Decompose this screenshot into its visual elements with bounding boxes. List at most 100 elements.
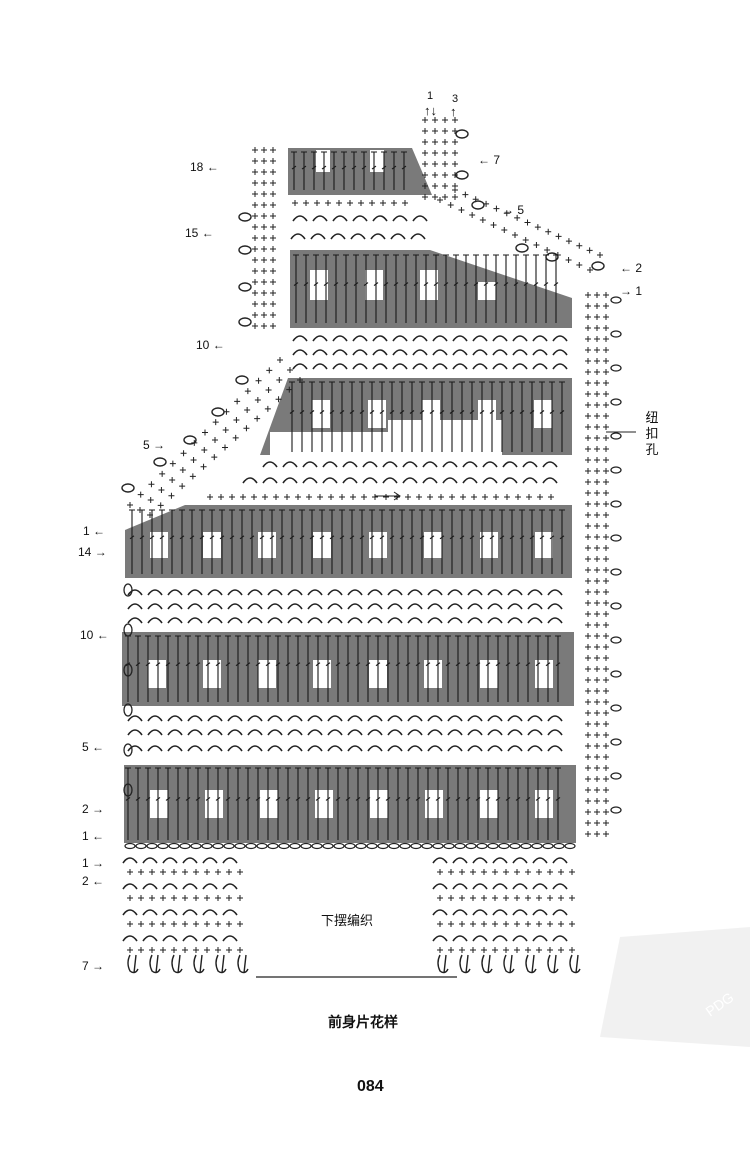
edge-sc	[212, 437, 218, 443]
chain-stitch	[179, 842, 191, 850]
chain-arc	[402, 461, 418, 468]
sc-stitch	[138, 921, 144, 927]
edge-sc	[261, 290, 267, 296]
dc-stitch	[391, 151, 397, 190]
dc-stitch	[229, 509, 235, 574]
dc-stitch	[381, 151, 387, 190]
sc-stitch	[514, 869, 520, 875]
edge-sc	[585, 622, 591, 628]
edge-sc	[270, 312, 276, 318]
edge-sc	[585, 765, 591, 771]
edge-sc	[254, 397, 261, 403]
edge-sc	[270, 224, 276, 230]
edge-sc	[594, 666, 600, 672]
sc-stitch	[503, 921, 509, 927]
chain-arc	[347, 729, 363, 736]
sc-stitch	[204, 947, 210, 953]
edge-sc	[585, 831, 591, 837]
edge-sc	[585, 809, 591, 815]
sc-stitch	[514, 947, 520, 953]
sc-stitch	[503, 947, 509, 953]
row-direction-arrow: →	[88, 802, 105, 816]
dc-stitch	[195, 767, 201, 840]
band-4	[125, 505, 572, 578]
chain-stitch	[267, 842, 279, 850]
edge-sc	[587, 267, 593, 273]
chain-arc	[182, 935, 198, 942]
dc-stitch	[545, 767, 551, 840]
dc-stitch	[515, 767, 521, 840]
chain-arc	[222, 909, 238, 916]
chain-arc	[467, 745, 483, 752]
row-direction-arrow: ←	[93, 628, 109, 642]
chain-arc	[410, 233, 426, 240]
edge-sc	[603, 347, 609, 353]
chain-arc	[122, 857, 138, 864]
dc-stitch	[301, 151, 307, 190]
edge-sc	[585, 776, 591, 782]
dc-stitch	[425, 635, 431, 702]
edge-sc	[594, 358, 600, 364]
edge-sc	[524, 219, 531, 226]
page-number: 084	[357, 1078, 384, 1095]
chain-arc	[207, 745, 223, 752]
chain-arc	[182, 909, 198, 916]
chain-arc	[487, 603, 503, 610]
chain-stitch	[124, 842, 136, 850]
chain-arc	[247, 617, 263, 624]
sc-stitch	[204, 921, 210, 927]
dc-stitch	[215, 635, 221, 702]
edge-sc	[603, 512, 609, 518]
chain-arc	[432, 363, 448, 370]
edge-sc	[534, 224, 541, 231]
dc-stitch	[349, 509, 355, 574]
dc-stitch	[385, 635, 391, 702]
edge-sc	[261, 213, 267, 219]
chain-arc	[462, 461, 478, 468]
dc-stitch	[555, 767, 561, 840]
edge-sc	[469, 212, 476, 218]
row-label-left: 10 ←	[80, 628, 109, 642]
sc-stitch	[471, 494, 477, 500]
edge-sc	[276, 377, 283, 383]
chain-arc	[407, 745, 423, 752]
edge-sc	[261, 180, 267, 186]
chain-stitch	[454, 842, 466, 850]
buttonhole-char-2: 扣	[645, 426, 659, 441]
chain-arc	[247, 589, 263, 596]
chain-arc	[167, 589, 183, 596]
stitch-symbols	[122, 151, 581, 974]
row-number: 7	[82, 959, 89, 973]
edge-sc	[252, 180, 258, 186]
chain-arc	[502, 477, 518, 484]
dc-stitch	[409, 381, 415, 452]
chain-arc	[532, 335, 548, 342]
sc-stitch	[481, 921, 487, 927]
edge-sc	[512, 232, 518, 238]
chain-stitch	[366, 842, 378, 850]
dc-stitch	[509, 381, 515, 452]
edge-sc	[594, 391, 600, 397]
edge-sc	[594, 380, 600, 386]
chain-arc	[492, 335, 508, 342]
edge-loop	[610, 296, 622, 304]
edge-sc	[452, 172, 458, 178]
edge-sc	[594, 402, 600, 408]
edge-sc	[594, 457, 600, 463]
chain-arc	[342, 461, 358, 468]
sc-stitch	[292, 200, 298, 206]
row-direction-arrow: ←	[203, 160, 219, 174]
dc-stitch	[175, 635, 181, 702]
row-label-left: 7 →	[82, 959, 104, 973]
chain-stitch	[465, 842, 477, 850]
dc-stitch	[555, 635, 561, 702]
edge-sc	[261, 246, 267, 252]
chain-arc	[287, 589, 303, 596]
edge-loop	[123, 623, 133, 637]
chain-arc	[532, 857, 548, 864]
dc-stitch	[405, 635, 411, 702]
chain-arc	[432, 883, 448, 890]
sc-stitch	[218, 494, 224, 500]
chain-stitch	[135, 842, 147, 850]
dc-stitch	[129, 509, 135, 574]
